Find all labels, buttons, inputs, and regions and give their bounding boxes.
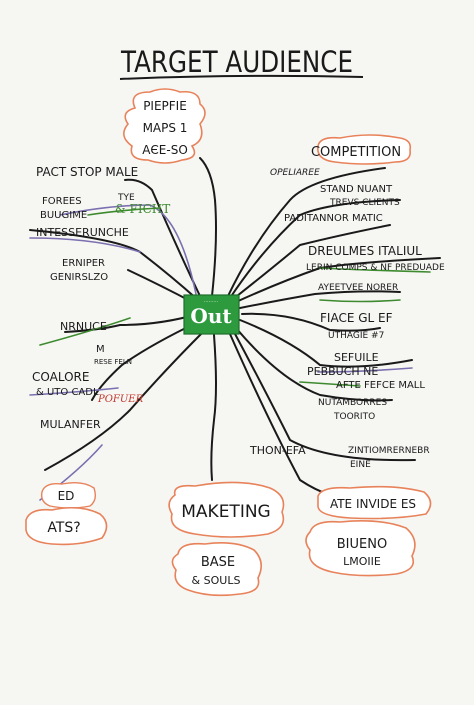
- label-fiace: FIACE GL EF: [320, 311, 393, 325]
- label-nutamborres: NUTAMBORRES: [318, 398, 387, 408]
- label-zintiomer: ZINTIOMRERNEBR: [348, 446, 430, 456]
- label-afte-fefce: AFTE FEFCE MALL: [336, 380, 425, 391]
- colored-accents: [29, 204, 431, 501]
- ate-invides-bubble: ATE INVIDE ES: [317, 485, 432, 520]
- biueno-line-1: BIUENO: [337, 537, 387, 552]
- biueno-bubble: BIUENO LMOIIE: [305, 520, 416, 577]
- marketing-label: MAKETING: [181, 502, 270, 522]
- ed-label: ED: [58, 489, 75, 503]
- label-trevs-clients: TREVS CLIENTS: [329, 198, 400, 208]
- diagram-title: TARGET AUDIENCE: [120, 45, 353, 79]
- label-ayeetvee: AYEETVEE NORER: [318, 283, 398, 293]
- label-coalore: COALORE: [32, 370, 89, 384]
- label-rese-small: RESE FELN: [94, 358, 132, 366]
- label-pact-stop: PACT STOP MALE: [36, 165, 138, 179]
- souls-label: & SOULS: [192, 574, 241, 587]
- label-intesserunche: INTESSERUNCHE: [36, 226, 129, 239]
- profile-line-2: MAPS 1: [143, 121, 188, 135]
- label-sefuile: SEFUILE: [334, 351, 379, 364]
- label-paditannor: PADITANNOR MATIC: [284, 213, 383, 224]
- label-toorito: TOORITO: [333, 412, 375, 422]
- label-opeliaree: OPELIAREE: [270, 168, 320, 178]
- center-node: ········· Out: [183, 294, 240, 335]
- label-erniper: ERNIPER: [62, 258, 105, 269]
- base-label: BASE: [201, 555, 235, 570]
- title-underline: [119, 74, 364, 80]
- ats-bubble: ATS?: [25, 506, 108, 546]
- competition-bubble: COMPETITION: [311, 134, 412, 165]
- label-uto-cadl: & UTO CADL: [36, 387, 99, 398]
- label-stand-nuant: STAND NUANT: [320, 184, 393, 195]
- label-m: M: [96, 344, 105, 355]
- label-thon-efa: THON-EFA: [249, 444, 306, 457]
- base-souls-bubble: BASE & SOULS: [171, 542, 262, 597]
- ate-invides-label: ATE INVIDE ES: [330, 497, 416, 511]
- left-labels: PACT STOP MALE FOREES BUUGIME TYE & FICH…: [32, 165, 170, 431]
- label-forees: FOREES: [42, 196, 82, 207]
- label-buugime: BUUGIME: [40, 210, 87, 221]
- label-mulanfer: MULANFER: [40, 418, 101, 431]
- biueno-line-2: LMOIIE: [343, 555, 381, 568]
- profile-line-1: PIEPFIE: [143, 99, 187, 113]
- label-pofuer: POFUER: [97, 394, 144, 405]
- label-lerin-comps: LERIN COMPS & NF PREDUADE: [306, 263, 445, 273]
- label-dreulmes: DREULMES ITALIUL: [308, 244, 422, 258]
- ed-bubble: ED: [40, 481, 97, 509]
- right-labels: OPELIAREE STAND NUANT TREVS CLIENTS PADI…: [270, 168, 445, 470]
- marketing-bubble: MAKETING: [168, 481, 285, 538]
- profile-bubble: PIEPFIE MAPS 1 AЄE-SO: [123, 88, 206, 164]
- label-tye: TYE: [117, 193, 135, 203]
- label-genirslzo: GENIRSLZO: [50, 272, 108, 283]
- label-eine: EINE: [350, 460, 371, 470]
- ats-label: ATS?: [47, 520, 80, 536]
- center-sublabel: ·········: [204, 299, 219, 305]
- label-nrnuce: NRNUCE: [60, 320, 107, 333]
- label-uthagie: UTHAGIE #7: [328, 331, 384, 341]
- profile-line-3: AЄE-SO: [142, 143, 188, 157]
- center-label: Out: [190, 304, 232, 328]
- competition-label: COMPETITION: [311, 145, 401, 160]
- label-pebbuch: PEBBUCH NE: [307, 365, 378, 378]
- label-ficht: & FICHT: [115, 202, 170, 216]
